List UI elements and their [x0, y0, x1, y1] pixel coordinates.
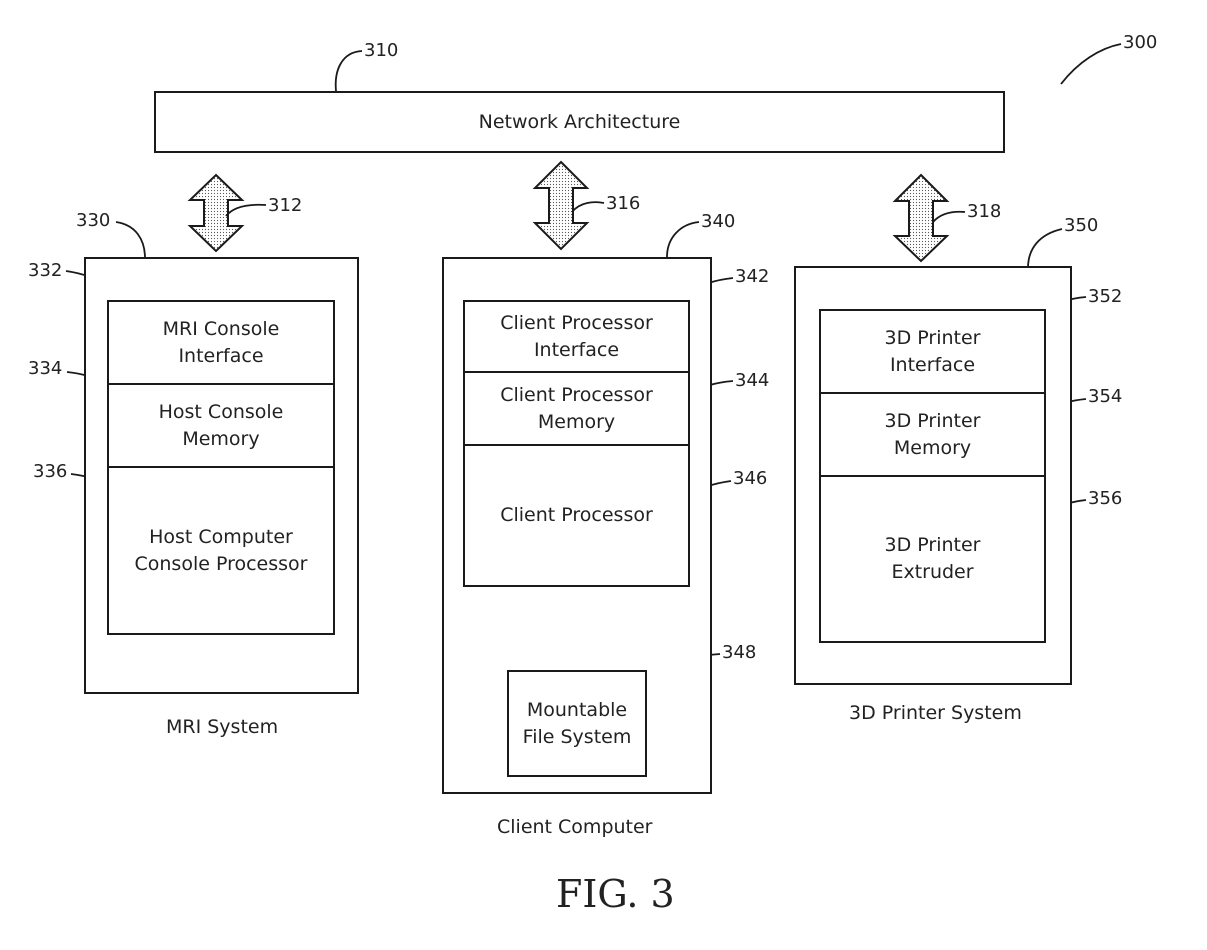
leader-350 [1028, 229, 1062, 268]
network-architecture-label: Network Architecture [156, 93, 1003, 151]
leader-316 [572, 202, 604, 212]
ref-340: 340 [701, 211, 735, 232]
client-processor-interface: Client Processor Interface [465, 302, 688, 373]
leader-330 [116, 222, 145, 258]
ref-330: 330 [76, 210, 110, 231]
leader-310 [336, 51, 362, 91]
double-arrow-312 [190, 175, 242, 251]
double-arrow-318 [895, 175, 947, 261]
mri-console-interface: MRI Console Interface [109, 302, 333, 385]
ref-334: 334 [28, 358, 62, 379]
ref-312: 312 [268, 195, 302, 216]
mri-system-caption: MRI System [166, 716, 278, 738]
mountable-file-system-box: Mountable File System [507, 670, 647, 777]
printer-extruder: 3D Printer Extruder [821, 477, 1044, 641]
ref-332: 332 [28, 260, 62, 281]
figure-label: FIG. 3 [556, 872, 675, 916]
ref-346: 346 [733, 468, 767, 489]
client-computer-caption: Client Computer [497, 816, 653, 838]
ref-348: 348 [722, 642, 756, 663]
ref-352: 352 [1088, 286, 1122, 307]
ref-354: 354 [1088, 386, 1122, 407]
ref-342: 342 [735, 266, 769, 287]
host-console-memory: Host Console Memory [109, 385, 333, 468]
network-architecture-box: Network Architecture [154, 91, 1005, 153]
mountable-file-system-label: Mountable File System [509, 672, 645, 775]
client-processor-memory: Client Processor Memory [465, 373, 688, 446]
leader-340 [667, 222, 699, 257]
mri-inner-stack: MRI Console Interface Host Console Memor… [107, 300, 335, 635]
host-computer-console-processor: Host Computer Console Processor [109, 468, 333, 633]
ref-350: 350 [1064, 215, 1098, 236]
printer-inner-stack: 3D Printer Interface 3D Printer Memory 3… [819, 309, 1046, 643]
leader-312 [226, 205, 266, 216]
leader-300-arrow [1061, 44, 1121, 84]
figure-ref-300: 300 [1123, 32, 1157, 53]
ref-356: 356 [1088, 488, 1122, 509]
client-inner-stack: Client Processor Interface Client Proces… [463, 300, 690, 587]
ref-316: 316 [606, 193, 640, 214]
ref-336: 336 [33, 461, 67, 482]
ref-310: 310 [364, 40, 398, 61]
printer-memory: 3D Printer Memory [821, 394, 1044, 477]
ref-344: 344 [735, 370, 769, 391]
leader-318 [933, 212, 965, 222]
printer-interface: 3D Printer Interface [821, 311, 1044, 394]
client-processor: Client Processor [465, 446, 688, 585]
printer-system-caption: 3D Printer System [849, 702, 1022, 724]
ref-318: 318 [967, 201, 1001, 222]
